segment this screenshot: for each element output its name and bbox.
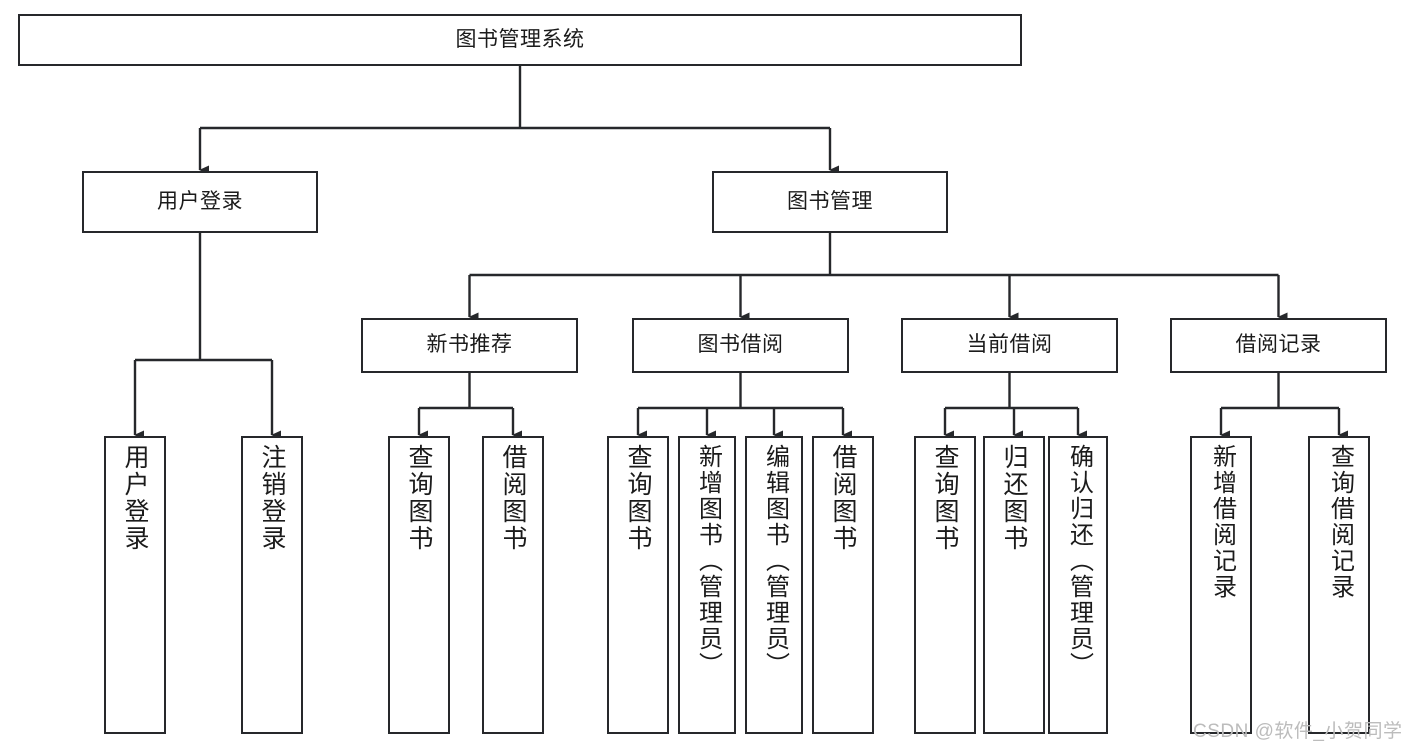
node-label: 查询图书 xyxy=(931,444,959,552)
node-borrow-record[interactable]: 借阅记录 xyxy=(1170,318,1387,373)
node-user-login[interactable]: 用户登录 xyxy=(82,171,318,233)
node-label: 用户登录 xyxy=(121,444,149,552)
node-leaf-borrow-book-1[interactable]: 借阅图书 xyxy=(482,436,544,734)
node-label: 新增图书（管理员） xyxy=(694,444,722,678)
node-label: 用户登录 xyxy=(157,189,243,213)
node-book-borrow[interactable]: 图书借阅 xyxy=(632,318,849,373)
node-label: 确认归还（管理员） xyxy=(1065,444,1093,678)
node-label: 当前借阅 xyxy=(966,333,1053,357)
node-leaf-borrow-book-2[interactable]: 借阅图书 xyxy=(812,436,874,734)
node-current-borrow[interactable]: 当前借阅 xyxy=(901,318,1118,373)
node-new-book-recommend[interactable]: 新书推荐 xyxy=(361,318,578,373)
node-label: 图书管理系统 xyxy=(455,27,585,51)
node-leaf-query-book-2[interactable]: 查询图书 xyxy=(607,436,669,734)
node-label: 编辑图书（管理员） xyxy=(761,444,789,678)
node-book-manage[interactable]: 图书管理 xyxy=(712,171,948,233)
node-label: 图书借阅 xyxy=(697,333,784,357)
node-leaf-edit-book[interactable]: 编辑图书（管理员） xyxy=(745,436,803,734)
node-leaf-query-book-1[interactable]: 查询图书 xyxy=(388,436,450,734)
node-label: 图书管理 xyxy=(787,189,873,213)
node-leaf-add-book[interactable]: 新增图书（管理员） xyxy=(678,436,736,734)
node-leaf-query-record[interactable]: 查询借阅记录 xyxy=(1308,436,1370,734)
node-leaf-logout[interactable]: 注销登录 xyxy=(241,436,303,734)
node-leaf-return-book[interactable]: 归还图书 xyxy=(983,436,1045,734)
node-leaf-user-login[interactable]: 用户登录 xyxy=(104,436,166,734)
node-label: 借阅图书 xyxy=(499,444,527,552)
watermark: CSDN @软件_小贺同学 xyxy=(1193,721,1403,742)
node-label: 借阅图书 xyxy=(829,444,857,552)
node-label: 注销登录 xyxy=(258,444,286,552)
node-leaf-confirm-return[interactable]: 确认归还（管理员） xyxy=(1048,436,1108,734)
node-label: 查询图书 xyxy=(405,444,433,552)
node-label: 新书推荐 xyxy=(426,333,513,357)
node-label: 查询图书 xyxy=(624,444,652,552)
node-leaf-add-record[interactable]: 新增借阅记录 xyxy=(1190,436,1252,734)
node-label: 借阅记录 xyxy=(1235,333,1322,357)
node-label: 归还图书 xyxy=(1000,444,1028,552)
node-label: 查询借阅记录 xyxy=(1326,444,1354,600)
node-label: 新增借阅记录 xyxy=(1208,444,1236,600)
node-leaf-query-book-3[interactable]: 查询图书 xyxy=(914,436,976,734)
node-root[interactable]: 图书管理系统 xyxy=(18,14,1022,66)
